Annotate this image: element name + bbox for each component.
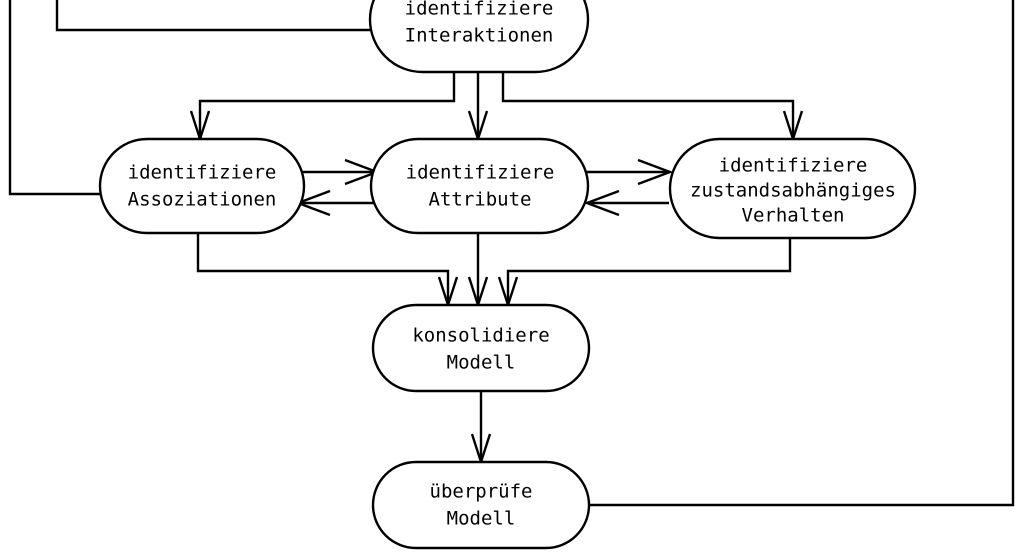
nodes-layer: identifiziere Interaktionen identifizier…	[98, 0, 917, 550]
node-assoziationen-label-line1: identifiziere	[128, 162, 277, 184]
node-zustandsverhalten-label-line3: Verhalten	[742, 205, 845, 227]
arrowhead-zustandsverhalten-to-attribute	[583, 189, 620, 217]
node-zustandsverhalten-label-line2: zustandsabhängiges	[690, 180, 896, 202]
edge-feedback-left-outer	[8, 0, 101, 196]
node-attribute-label-line2: Attribute	[429, 189, 532, 211]
node-konsolidiere[interactable]: konsolidiere Modell	[371, 303, 591, 393]
node-konsolidiere-label-line1: konsolidiere	[412, 325, 549, 347]
edge-interaktionen-to-assoziationen	[198, 72, 456, 137]
edge-assoziationen-to-konsolidiere	[196, 234, 450, 303]
node-assoziationen-shape	[98, 137, 306, 235]
node-konsolidiere-label-line2: Modell	[447, 352, 516, 374]
node-assoziationen[interactable]: identifiziere Assoziationen	[98, 137, 306, 235]
edge-ueberpruefe-feedback-right	[588, 0, 1015, 507]
edge-interaktionen-to-zustandsverhalten	[501, 72, 795, 137]
node-ueberpruefe-label-line1: überprüfe	[430, 481, 533, 503]
node-ueberpruefe-label-line2: Modell	[447, 508, 516, 530]
node-interaktionen-shape	[368, 0, 590, 74]
edge-zustandsverhalten-to-konsolidiere	[506, 239, 792, 303]
arrowhead-attribute-to-zustandsverhalten	[637, 158, 674, 186]
node-ueberpruefe-shape	[371, 460, 591, 550]
node-zustandsverhalten[interactable]: identifiziere zustandsabhängiges Verhalt…	[668, 137, 917, 240]
node-ueberpruefe[interactable]: überprüfe Modell	[371, 460, 591, 550]
node-assoziationen-label-line2: Assoziationen	[128, 189, 277, 211]
edge-feedback-left-inner	[55, 0, 371, 32]
edges-layer	[8, 0, 1015, 507]
node-attribute-shape	[369, 137, 590, 235]
node-interaktionen-label-line2: Interaktionen	[405, 25, 554, 47]
node-zustandsverhalten-shape	[668, 137, 917, 240]
node-zustandsverhalten-label-line1: identifiziere	[719, 155, 868, 177]
node-attribute[interactable]: identifiziere Attribute	[369, 137, 590, 235]
node-interaktionen-label-line1: identifiziere	[405, 0, 554, 20]
node-attribute-label-line1: identifiziere	[406, 162, 555, 184]
node-interaktionen[interactable]: identifiziere Interaktionen	[368, 0, 590, 74]
node-konsolidiere-shape	[371, 303, 591, 393]
